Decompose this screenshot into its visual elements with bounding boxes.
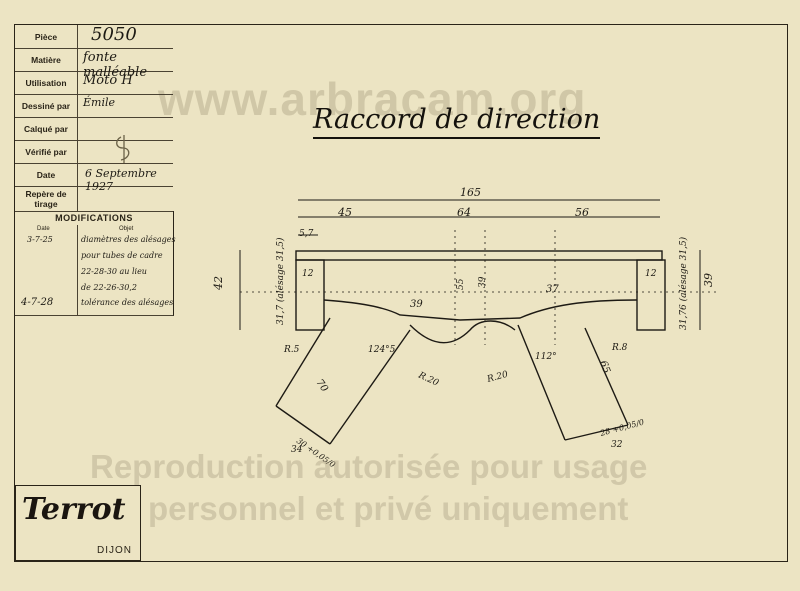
row-matiere: Matière fonte malléable [15,48,173,80]
label-matiere: Matière [15,48,78,71]
modifications-block: MODIFICATIONS Date Objet 3-7-25 diamètre… [15,211,176,316]
row-utilisation: Utilisation Moto H [15,71,173,95]
dim-r20b: R.20 [485,370,509,385]
row-verifie: Vérifié par [15,135,173,164]
dim-right-bore: 31,76 (alésage 31,5) [678,236,689,330]
modifications-divider [77,225,78,315]
logo-city: DIJON [97,545,132,556]
label-date: Date [15,163,78,186]
sheet-frame [14,24,788,562]
dim-left: 45 [337,206,352,219]
label-piece: Pièce [15,25,78,48]
value-matiere: fonte malléable [83,50,148,80]
dimension-labels: 165 45 64 56 5,7 31,7 (alésage 31,5) 31,… [212,186,715,469]
dim-37: 37 [546,284,559,295]
value-date: 6 Septembre 1927 [85,167,157,193]
right-arm-outer [584,327,629,426]
right-arm-inner [517,324,566,441]
modifications-objet-header: Objet [119,226,134,232]
left-arm-inner [329,329,411,445]
row-piece: Pièce 5050 [15,24,173,49]
value-dessine: Émile [83,96,116,109]
body-lower-edge [323,299,638,321]
dim-angle-left: 124°5 [368,345,396,355]
watermark-line-2: personnel et privé uniquement [148,490,629,527]
left-arm-end [275,405,331,445]
dim-55: 55 [456,278,466,290]
mod-line: de 22-26-30,2 [81,283,137,292]
dimension-lines [239,199,701,330]
dim-r20a: R.20 [416,370,440,389]
dim-inner-right: 12 [645,269,657,279]
center-lines [240,230,720,345]
dim-32: 32 [611,440,623,450]
top-tube-band [295,250,663,261]
right-arm-end [564,424,629,441]
dim-angle-right: 112° [535,352,557,362]
label-repere: Repère de tirage [15,186,78,211]
dim-34: 34 [291,445,303,455]
body-arch [409,320,516,344]
dim-39: 39 [478,276,488,288]
dim-left-height: 42 [212,276,225,291]
watermark-url: www.arbracam.org [158,73,587,125]
mod-date: 3-7-25 [27,235,53,244]
mod-line: diamètres des alésages [81,235,176,244]
left-arm-outer [275,317,331,407]
terrot-logo: Terrot DIJON [15,485,141,561]
part-outline [275,250,666,445]
dim-right-height: 39 [702,273,715,287]
label-calque: Calqué par [15,117,78,140]
dim-39b: 39 [410,299,423,310]
dim-r5: R.5 [283,345,300,355]
dim-inner-left: 12 [302,269,314,279]
mod-line: pour tubes de cadre [81,251,163,260]
mod-date: 4-7-28 [21,297,54,308]
left-lug [295,259,325,331]
dim-overall: 165 [460,186,481,199]
dim-65: 65 [597,359,612,375]
dim-flange: 5,7 [299,229,314,239]
row-date: Date 6 Septembre 1927 [15,163,173,193]
mod-line: 22-28-30 au lieu [81,267,147,276]
watermark-line-1: Reproduction autorisée pour usage [90,448,648,485]
label-dessine: Dessiné par [15,94,78,117]
dim-r8: R.8 [611,343,628,353]
dim-right: 56 [575,206,589,219]
row-calque: Calqué par [15,117,173,141]
right-lug [636,259,666,331]
modifications-title: MODIFICATIONS [55,213,133,223]
dim-70: 70 [314,377,331,394]
value-utilisation: Moto H [83,73,133,88]
label-verifie: Vérifié par [15,140,78,163]
drawing-title: Raccord de direction [313,104,601,139]
dim-mid: 64 [457,206,471,219]
value-piece: 5050 [91,24,137,45]
dim-28: 28 +0,05/0 [598,418,645,439]
label-utilisation: Utilisation [15,71,78,94]
modifications-date-header: Date [37,226,50,232]
check-initials-mark [116,135,130,163]
dim-left-bore: 31,7 (alésage 31,5) [275,237,286,325]
mod-line: tolérance des alésages [81,298,174,307]
logo-brand: Terrot [22,492,126,527]
row-repere: Repère de tirage [15,186,173,212]
row-dessine: Dessiné par Émile [15,94,173,118]
